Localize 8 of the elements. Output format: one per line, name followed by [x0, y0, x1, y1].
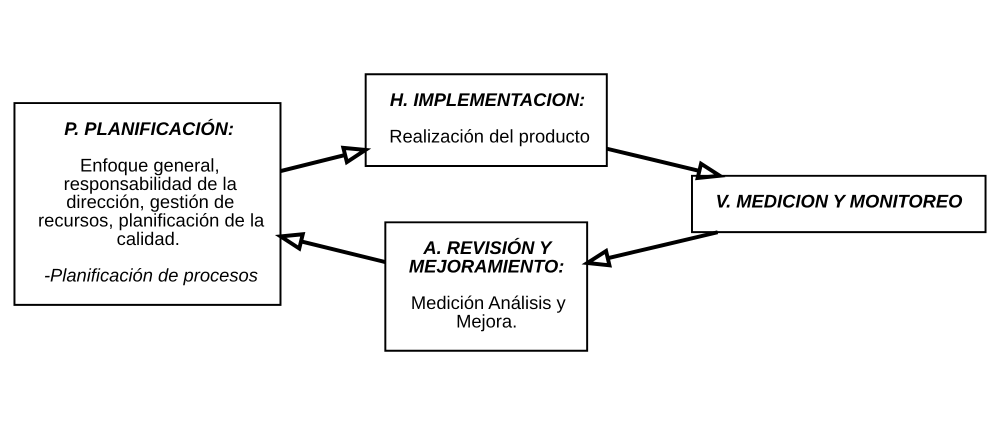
- arrow: [280, 146, 372, 173]
- node-box: P. PLANIFICACIÓN: Enfoque general, responsabilidad de la dirección, gestión de recursos, planificación de la calidad. -Planificación de procesos: [13, 102, 282, 306]
- arrow: [582, 230, 718, 268]
- arrow: [606, 146, 726, 180]
- arrow: [274, 232, 386, 264]
- node-box: H. IMPLEMENTACION: Realización del producto: [364, 73, 608, 167]
- node-box: A. REVISIÓN Y MEJORAMIENTO: Medición Análisis y Mejora.: [384, 221, 588, 352]
- node-box: V. MEDICION Y MONITOREO: [691, 174, 987, 234]
